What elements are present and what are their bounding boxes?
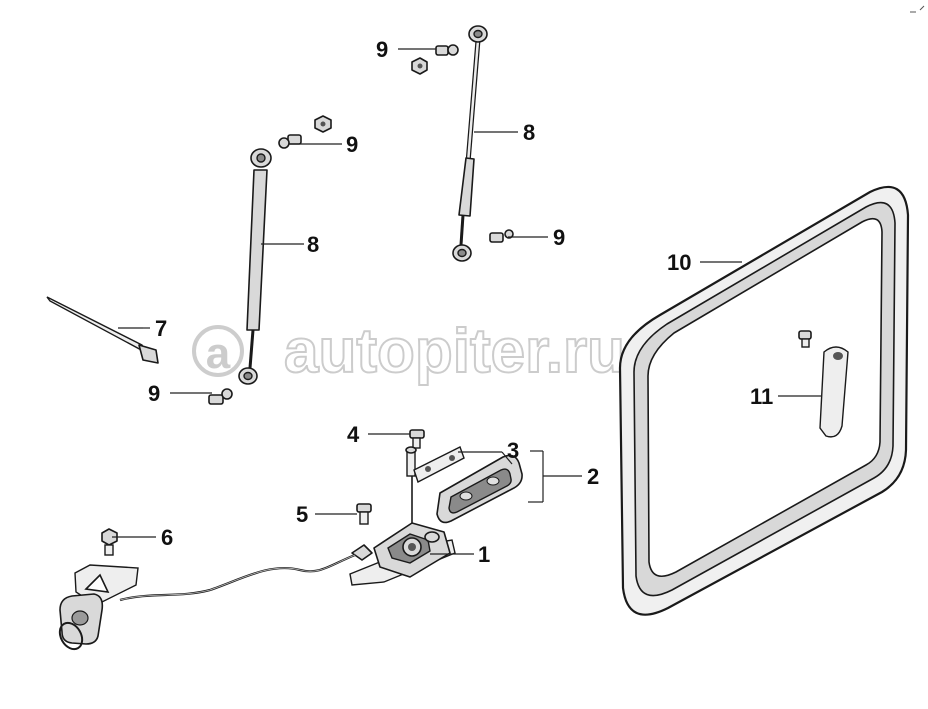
release-cable (119, 553, 356, 602)
callout-1: 1 (478, 542, 490, 567)
cable-tie (46, 296, 159, 364)
ball-stud-left-top (278, 115, 332, 149)
svg-text:a: a (206, 329, 231, 378)
callout-5: 5 (296, 502, 308, 527)
callout-8b: 8 (307, 232, 319, 257)
callout-7: 7 (155, 316, 167, 341)
callout-2: 2 (587, 464, 599, 489)
gas-strut-upper (452, 25, 488, 262)
callout-9c: 9 (553, 225, 565, 250)
hinge-bracket (405, 446, 465, 530)
callout-9d: 9 (148, 381, 160, 406)
callout-6: 6 (161, 525, 173, 550)
latch-pad (436, 454, 523, 524)
bolt-4 (409, 429, 425, 449)
door-seal (618, 185, 910, 616)
gas-strut-left (238, 148, 272, 385)
leader-lines (112, 48, 822, 555)
watermark: a autopiter.ru (192, 316, 626, 387)
ball-stud-upper-top (411, 44, 459, 75)
callout-11: 11 (750, 384, 773, 409)
callout-9b: 9 (346, 132, 358, 157)
bolt-5 (356, 503, 372, 525)
callout-4: 4 (347, 422, 360, 447)
callout-labels: 9 9 8 8 9 7 9 4 3 2 5 1 6 10 11 (148, 37, 773, 567)
lock-mechanism (349, 522, 456, 586)
bolt-6 (101, 528, 118, 556)
callout-3: 3 (507, 438, 519, 463)
ball-stud-upper-bottom (489, 229, 514, 243)
watermark-text: autopiter.ru (284, 317, 625, 386)
corner-mark (910, 5, 925, 13)
callout-9a: 9 (376, 37, 388, 62)
callout-10: 10 (667, 250, 691, 275)
callout-8a: 8 (523, 120, 535, 145)
ball-stud-left-bottom (208, 388, 233, 405)
release-handle (58, 564, 139, 651)
inner-handle (798, 330, 849, 438)
